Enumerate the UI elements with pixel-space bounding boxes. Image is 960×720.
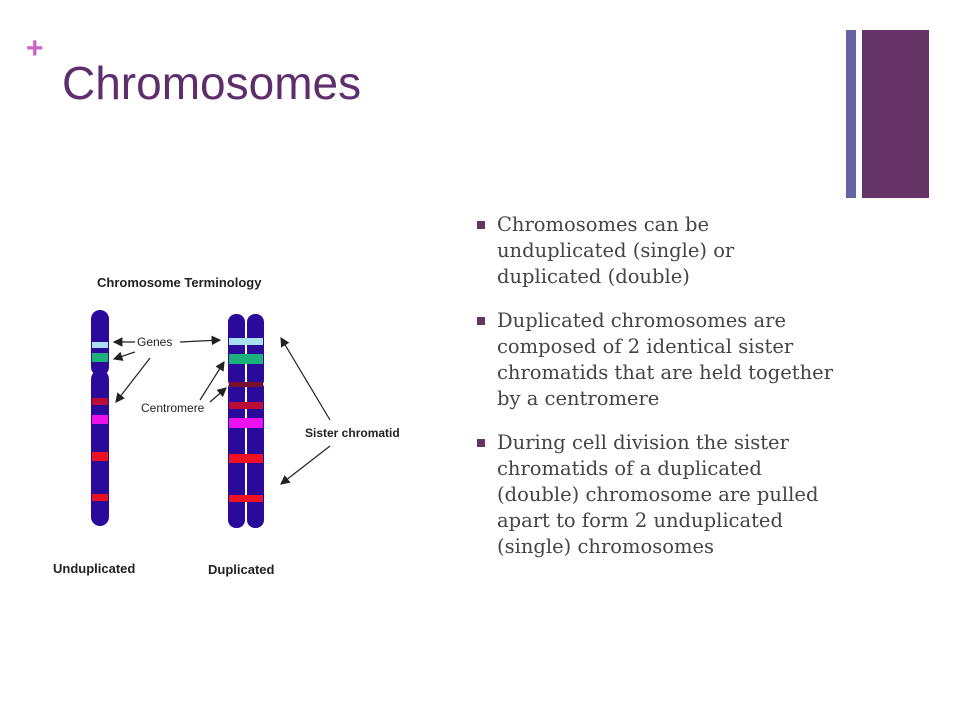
accent-bar-thick: [862, 30, 929, 198]
sister-chromatid-label: Sister chromatid: [305, 426, 400, 440]
bullet-text: Duplicated chromosomes are composed of 2…: [497, 309, 834, 410]
plus-mark: +: [26, 32, 44, 65]
diagram-heading: Chromosome Terminology: [97, 275, 262, 290]
accent-bar-thin: [846, 30, 856, 198]
bullet-item: Duplicated chromosomes are composed of 2…: [477, 308, 837, 412]
bullet-list: Chromosomes can be unduplicated (single)…: [477, 212, 837, 578]
slide-title: Chromosomes: [62, 57, 362, 109]
bullet-item: Chromosomes can be unduplicated (single)…: [477, 212, 837, 290]
centromere-label: Centromere: [141, 401, 205, 415]
duplicated-caption: Duplicated: [208, 562, 275, 577]
duplicated-chromosome: [228, 314, 264, 528]
square-bullet-icon: [477, 317, 485, 325]
chromosome-diagram: Chromosome Terminology Ge: [40, 262, 460, 592]
unduplicated-caption: Unduplicated: [53, 561, 135, 576]
unduplicated-chromosome: [91, 310, 109, 526]
genes-label: Genes: [137, 335, 172, 349]
bullet-text: During cell division the sister chromati…: [497, 431, 819, 558]
bullet-item: During cell division the sister chromati…: [477, 430, 837, 560]
bullet-text: Chromosomes can be unduplicated (single)…: [497, 213, 735, 288]
square-bullet-icon: [477, 221, 485, 229]
square-bullet-icon: [477, 439, 485, 447]
